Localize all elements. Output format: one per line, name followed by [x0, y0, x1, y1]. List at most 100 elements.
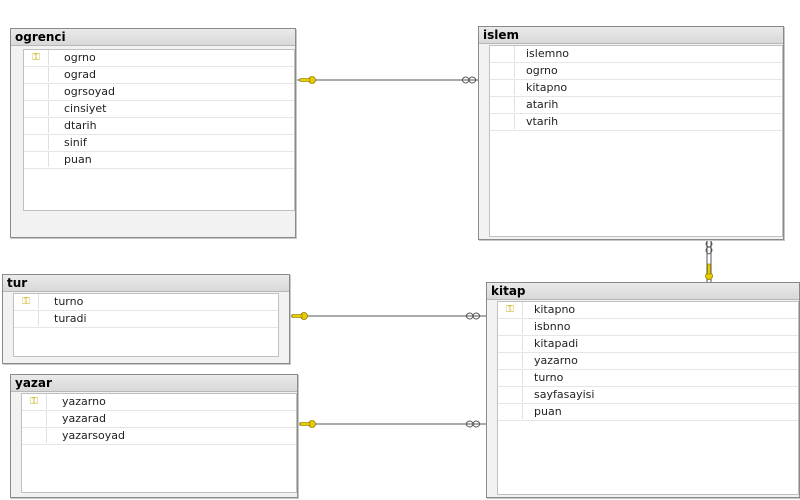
row-selector	[498, 387, 523, 402]
row-selector	[490, 114, 515, 129]
column-name: islemno	[526, 47, 570, 60]
row-selector	[22, 411, 47, 426]
column-row[interactable]: puan	[498, 404, 798, 421]
row-selector	[24, 135, 49, 150]
column-row[interactable]: dtarih	[24, 118, 294, 135]
infinity-icon	[705, 239, 713, 255]
table-title: kitap	[487, 283, 799, 300]
key-icon	[291, 312, 308, 320]
row-selector	[22, 428, 47, 443]
relation-yazar-kitap[interactable]	[296, 420, 486, 428]
key-icon: ⚿	[24, 50, 49, 65]
row-selector	[24, 118, 49, 133]
table-ogrenci[interactable]: ogrenci ⚿ ogrno ograd ogrsoyad cinsiyet dtari…	[10, 28, 296, 238]
key-icon	[299, 420, 316, 428]
row-selector	[14, 311, 39, 326]
column-name: yazarsoyad	[62, 429, 125, 442]
row-selector	[24, 84, 49, 99]
column-name: turno	[54, 295, 84, 308]
column-row[interactable]: kitapno	[490, 80, 782, 97]
column-name: isbnno	[534, 320, 571, 333]
column-name: turno	[534, 371, 564, 384]
column-row[interactable]: yazarsoyad	[22, 428, 296, 445]
column-name: yazarno	[534, 354, 578, 367]
column-grid: ⚿ ogrno ograd ogrsoyad cinsiyet dtarih sinif pu…	[23, 49, 295, 211]
column-grid: ⚿ yazarno yazarad yazarsoyad	[21, 393, 297, 493]
table-title: islem	[479, 27, 783, 44]
relation-tur-kitap[interactable]	[288, 312, 486, 320]
key-icon: ⚿	[14, 294, 39, 309]
column-row[interactable]: cinsiyet	[24, 101, 294, 118]
column-row[interactable]: ogrno	[490, 63, 782, 80]
infinity-icon	[465, 312, 481, 320]
column-row[interactable]: turadi	[14, 311, 278, 328]
key-icon	[705, 263, 713, 280]
column-row[interactable]: ⚿ yazarno	[22, 394, 296, 411]
table-kitap[interactable]: kitap ⚿ kitapno isbnno kitapadi yazarno turno…	[486, 282, 800, 498]
column-row[interactable]: ⚿ ogrno	[24, 50, 294, 67]
column-name: atarih	[526, 98, 559, 111]
table-tur[interactable]: tur ⚿ turno turadi	[2, 274, 290, 364]
table-title: ogrenci	[11, 29, 295, 46]
key-icon: ⚿	[22, 394, 47, 409]
column-name: yazarad	[62, 412, 107, 425]
column-name: turadi	[54, 312, 87, 325]
column-row[interactable]: ogrsoyad	[24, 84, 294, 101]
column-name: sinif	[64, 136, 87, 149]
column-row[interactable]: atarih	[490, 97, 782, 114]
column-name: vtarih	[526, 115, 559, 128]
row-selector	[498, 404, 523, 419]
table-islem[interactable]: islem islemno ogrno kitapno atarih vtarih	[478, 26, 784, 240]
column-name: kitapno	[534, 303, 576, 316]
column-name: kitapadi	[534, 337, 579, 350]
relation-ogrenci-islem[interactable]	[294, 76, 478, 84]
column-name: ograd	[64, 68, 96, 81]
row-selector	[498, 370, 523, 385]
column-name: ogrno	[64, 51, 96, 64]
key-icon	[299, 76, 316, 84]
column-row[interactable]: vtarih	[490, 114, 782, 131]
row-selector	[24, 101, 49, 116]
column-name: yazarno	[62, 395, 106, 408]
row-selector	[498, 336, 523, 351]
column-row[interactable]: ⚿ turno	[14, 294, 278, 311]
column-row[interactable]: yazarno	[498, 353, 798, 370]
column-row[interactable]: sinif	[24, 135, 294, 152]
column-row[interactable]: isbnno	[498, 319, 798, 336]
table-title: tur	[3, 275, 289, 292]
infinity-icon	[461, 76, 477, 84]
relation-kitap-islem[interactable]	[705, 238, 713, 282]
column-name: cinsiyet	[64, 102, 107, 115]
table-title: yazar	[11, 375, 297, 392]
column-grid: islemno ogrno kitapno atarih vtarih	[489, 45, 783, 237]
column-row[interactable]: yazarad	[22, 411, 296, 428]
row-selector	[24, 67, 49, 82]
column-name: ogrno	[526, 64, 558, 77]
column-row[interactable]: puan	[24, 152, 294, 169]
column-row[interactable]: islemno	[490, 46, 782, 63]
key-icon: ⚿	[498, 302, 523, 317]
column-row[interactable]: turno	[498, 370, 798, 387]
column-name: dtarih	[64, 119, 97, 132]
column-row[interactable]: sayfasayisi	[498, 387, 798, 404]
infinity-icon	[465, 420, 481, 428]
column-row[interactable]: ⚿ kitapno	[498, 302, 798, 319]
row-selector	[490, 63, 515, 78]
row-selector	[498, 319, 523, 334]
column-grid: ⚿ kitapno isbnno kitapadi yazarno turno sayfas…	[497, 301, 799, 495]
table-yazar[interactable]: yazar ⚿ yazarno yazarad yazarsoyad	[10, 374, 298, 498]
column-name: kitapno	[526, 81, 568, 94]
column-grid: ⚿ turno turadi	[13, 293, 279, 357]
row-selector	[490, 97, 515, 112]
row-selector	[490, 46, 515, 61]
column-name: sayfasayisi	[534, 388, 595, 401]
column-row[interactable]: kitapadi	[498, 336, 798, 353]
column-name: puan	[64, 153, 92, 166]
row-selector	[490, 80, 515, 95]
row-selector	[498, 353, 523, 368]
column-row[interactable]: ograd	[24, 67, 294, 84]
row-selector	[24, 152, 49, 167]
column-name: puan	[534, 405, 562, 418]
column-name: ogrsoyad	[64, 85, 115, 98]
